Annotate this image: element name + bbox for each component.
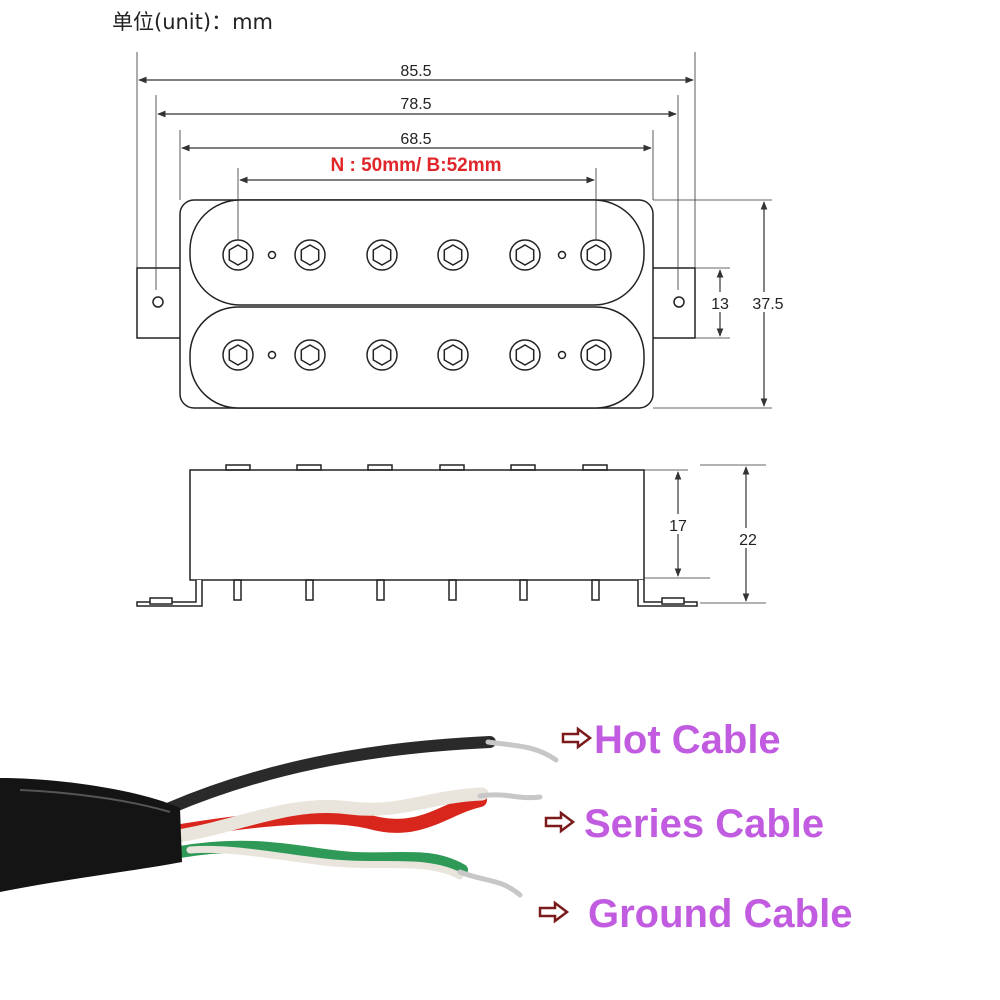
- cable-photo: [0, 736, 559, 898]
- dim-body-height: 17: [669, 518, 687, 535]
- cover-hole: [267, 250, 277, 260]
- pole-piece: [366, 239, 398, 271]
- series-cable-label: Series Cable: [584, 802, 825, 846]
- dim-overall-length: 37.5: [752, 296, 783, 313]
- mount-tab-left: [136, 580, 203, 607]
- pole-pieces-bottom: [222, 339, 612, 371]
- wire-tip: [477, 792, 543, 801]
- pole-piece: [222, 339, 254, 371]
- dim-mount-hole-spacing: 78.5: [400, 96, 431, 113]
- pole-piece: [294, 339, 326, 371]
- wire-white-green: [186, 845, 464, 880]
- coil-top: [189, 199, 645, 306]
- horizontal-dimensions: [136, 52, 696, 290]
- pole-piece: [509, 239, 541, 271]
- mount-hole-right: [673, 296, 685, 308]
- pickup-body-side: [189, 469, 645, 581]
- dim-coil-height: 13: [711, 296, 729, 313]
- hot-arrow-icon: [561, 726, 593, 750]
- ground-arrow-icon: [538, 900, 570, 924]
- wire-white: [171, 787, 489, 843]
- cover-hole: [267, 350, 277, 360]
- dim-cover-width: 68.5: [400, 131, 431, 148]
- side-view: [136, 464, 698, 607]
- unit-label: 单位(unit)：mm: [112, 10, 273, 34]
- dim-overall-width: 85.5: [400, 63, 431, 80]
- wire-black: [164, 736, 496, 814]
- pole-piece: [437, 339, 469, 371]
- cable-jacket: [0, 778, 182, 892]
- dim-total-height: 22: [739, 532, 757, 549]
- mount-hole-left: [152, 296, 164, 308]
- coil-bottom: [189, 306, 645, 409]
- cover-hole: [557, 250, 567, 260]
- ground-cable-label: Ground Cable: [588, 892, 853, 936]
- top-view: [136, 199, 696, 409]
- pole-piece: [580, 339, 612, 371]
- wire-tip: [485, 739, 559, 763]
- pole-piece: [509, 339, 541, 371]
- pole-piece: [366, 339, 398, 371]
- pole-piece: [294, 239, 326, 271]
- mount-tab-right: [637, 580, 698, 607]
- wire-tip: [457, 869, 523, 898]
- cover-hole: [557, 350, 567, 360]
- dim-pole-spacing: N : 50mm/ B:52mm: [330, 155, 501, 176]
- wire-green: [174, 840, 468, 876]
- hot-cable-label: Hot Cable: [594, 718, 781, 762]
- pole-piece: [437, 239, 469, 271]
- series-arrow-icon: [544, 810, 576, 834]
